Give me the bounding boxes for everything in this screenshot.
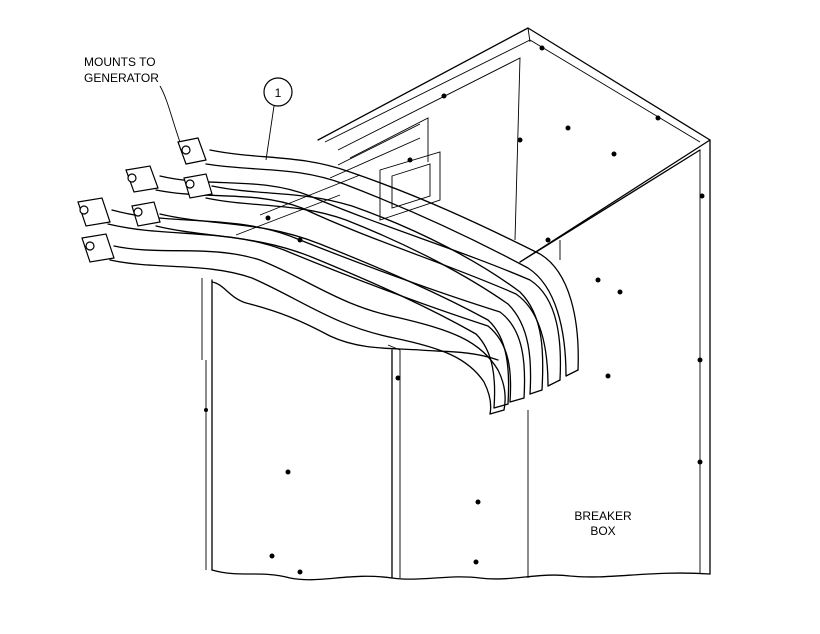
box-break-line [211, 569, 711, 581]
label-box-line-2: BOX [590, 524, 615, 538]
callout-leader [265, 105, 275, 161]
cable-4 [77, 197, 526, 403]
label-mount-line-1: MOUNTS TO [84, 55, 156, 69]
callout-number: 1 [275, 86, 282, 100]
callout-1: 1 [263, 77, 293, 161]
breaker-box [201, 27, 711, 581]
cable-2 [125, 165, 562, 387]
label-breaker-box: BREAKER BOX [574, 509, 632, 538]
cable-bundle [77, 137, 579, 415]
cable-6 [81, 233, 506, 415]
cable-3 [183, 173, 544, 395]
box-top-panel [317, 27, 711, 263]
label-mount-line-2: GENERATOR [84, 71, 159, 85]
label-mounts-to-generator: MOUNTS TO GENERATOR [84, 55, 181, 143]
mount-leader [159, 85, 181, 143]
callout-circle [263, 77, 293, 107]
cable-1 [177, 137, 579, 377]
label-box-line-1: BREAKER [574, 509, 632, 523]
